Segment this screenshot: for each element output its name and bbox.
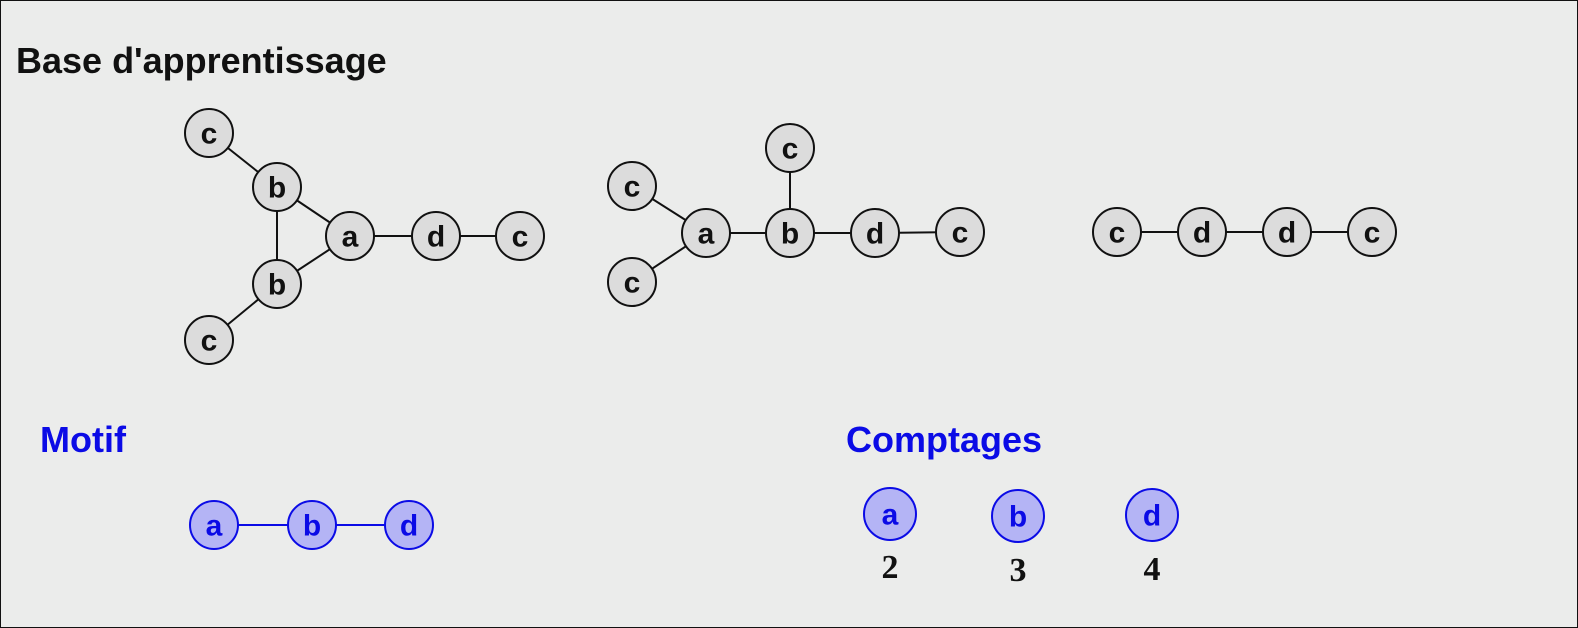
count-node-circle <box>1125 488 1179 542</box>
graph-node-label: c <box>1364 217 1381 250</box>
graph-node-label: b <box>781 218 799 251</box>
graph-node: b <box>765 208 815 258</box>
graph-node-circle <box>184 108 234 158</box>
counts-heading: Comptages <box>846 419 1042 460</box>
motif-node: d <box>384 500 434 550</box>
graph-node-label: a <box>698 218 715 251</box>
graph-node-circle <box>1347 207 1397 257</box>
graph-node: c <box>935 207 985 257</box>
graph-node: c <box>607 161 657 211</box>
training-graph-1: c b a d c b c <box>184 108 545 365</box>
motif-node-circle <box>189 500 239 550</box>
graph-node-label: d <box>427 221 445 254</box>
graph-node: c <box>1092 207 1142 257</box>
graph-node: c <box>1347 207 1397 257</box>
graph-node: d <box>1262 207 1312 257</box>
count-value: 3 <box>1010 552 1027 589</box>
graph-node: b <box>252 162 302 212</box>
graph-node-circle <box>411 211 461 261</box>
graph-node-label: d <box>866 218 884 251</box>
graph-node-circle <box>184 315 234 365</box>
graph-node-label: c <box>952 217 969 250</box>
graph-node: d <box>411 211 461 261</box>
graph-node: c <box>765 123 815 173</box>
graph-node-circle <box>681 208 731 258</box>
graph-node: c <box>184 315 234 365</box>
count-node-label: d <box>1143 500 1161 533</box>
graph-node-label: d <box>1193 217 1211 250</box>
graph-node-circle <box>252 259 302 309</box>
graph-node-circle <box>252 162 302 212</box>
graph-node: a <box>681 208 731 258</box>
count-node-circle <box>863 487 917 541</box>
graph-node-circle <box>1092 207 1142 257</box>
graph-node: d <box>1177 207 1227 257</box>
motif-node-label: b <box>303 510 321 543</box>
motif-node-circle <box>287 500 337 550</box>
graph-node-label: c <box>624 171 641 204</box>
graph-node-label: b <box>268 172 286 205</box>
graph-node-circle <box>765 123 815 173</box>
motif-node-circle <box>384 500 434 550</box>
graph-node: d <box>850 208 900 258</box>
count-node-label: a <box>882 499 899 532</box>
count-item-b: b3 <box>991 489 1045 589</box>
graph-node-label: d <box>1278 217 1296 250</box>
page-title: Base d'apprentissage <box>16 40 387 81</box>
count-value: 2 <box>882 549 899 586</box>
graph-node-label: c <box>1109 217 1126 250</box>
graph-node-circle <box>607 257 657 307</box>
graph-node-circle <box>325 211 375 261</box>
graph-node-label: b <box>268 269 286 302</box>
motif-node: a <box>189 500 239 550</box>
graph-node-circle <box>1262 207 1312 257</box>
graph-node: c <box>607 257 657 307</box>
graph-node-label: c <box>512 221 529 254</box>
graph-node-circle <box>765 208 815 258</box>
count-item-d: d4 <box>1125 488 1179 588</box>
count-node-circle <box>991 489 1045 543</box>
graph-node-circle <box>935 207 985 257</box>
count-value: 4 <box>1144 551 1161 588</box>
graph-node-circle <box>850 208 900 258</box>
motif-node-label: d <box>400 510 418 543</box>
graph-node: c <box>184 108 234 158</box>
graph-node-label: c <box>624 267 641 300</box>
training-graph-2: c c a b c d c <box>607 123 985 307</box>
graph-node: b <box>252 259 302 309</box>
count-item-a: a2 <box>863 487 917 586</box>
motif-node-label: a <box>206 510 223 543</box>
graph-node: a <box>325 211 375 261</box>
graph-node-circle <box>1177 207 1227 257</box>
graph-node-label: c <box>201 118 218 151</box>
graph-node-circle <box>607 161 657 211</box>
graph-node: c <box>495 211 545 261</box>
motif-heading: Motif <box>40 419 127 460</box>
graph-node-circle <box>495 211 545 261</box>
graph-node-label: c <box>201 325 218 358</box>
graph-node-label: a <box>342 221 359 254</box>
graph-node-label: c <box>782 133 799 166</box>
motif-node: b <box>287 500 337 550</box>
training-graphs: c b a d c b c c c a b c d c c d d c <box>184 108 1397 365</box>
count-node-label: b <box>1009 501 1027 534</box>
